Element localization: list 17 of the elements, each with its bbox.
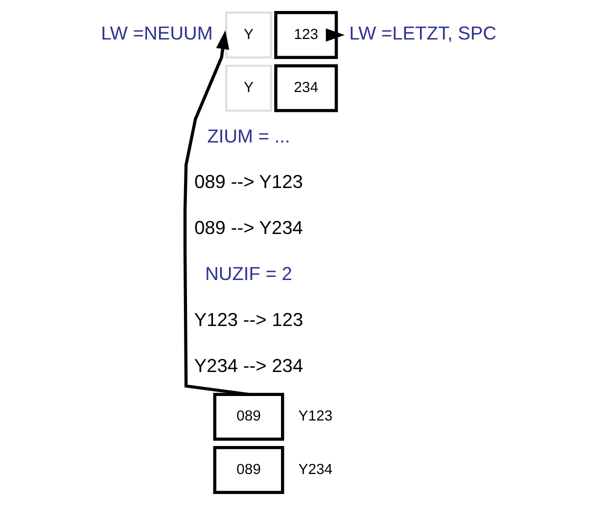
node-label: Y123 [298,408,332,425]
node-box: 089 [213,392,284,441]
arrow [183,30,249,396]
label: LW =NEUUM [100,22,213,44]
node-box: 089 [213,446,284,494]
node-text: LW =LETZT, SPC [349,22,496,44]
label: Y234 --> 234 [194,354,304,376]
label: 089 --> Y234 [194,217,304,238]
arrow [326,28,345,42]
node-box: 234 [274,64,338,112]
node-box: Y [225,64,272,112]
label: Y123 --> 123 [194,308,304,330]
node-box: Y [225,12,272,58]
label: NUZIF = 2 [205,263,292,284]
label: ZIUM = ... [207,125,290,146]
node-label: Y234 [298,462,332,478]
label: 089 --> Y123 [194,171,304,192]
